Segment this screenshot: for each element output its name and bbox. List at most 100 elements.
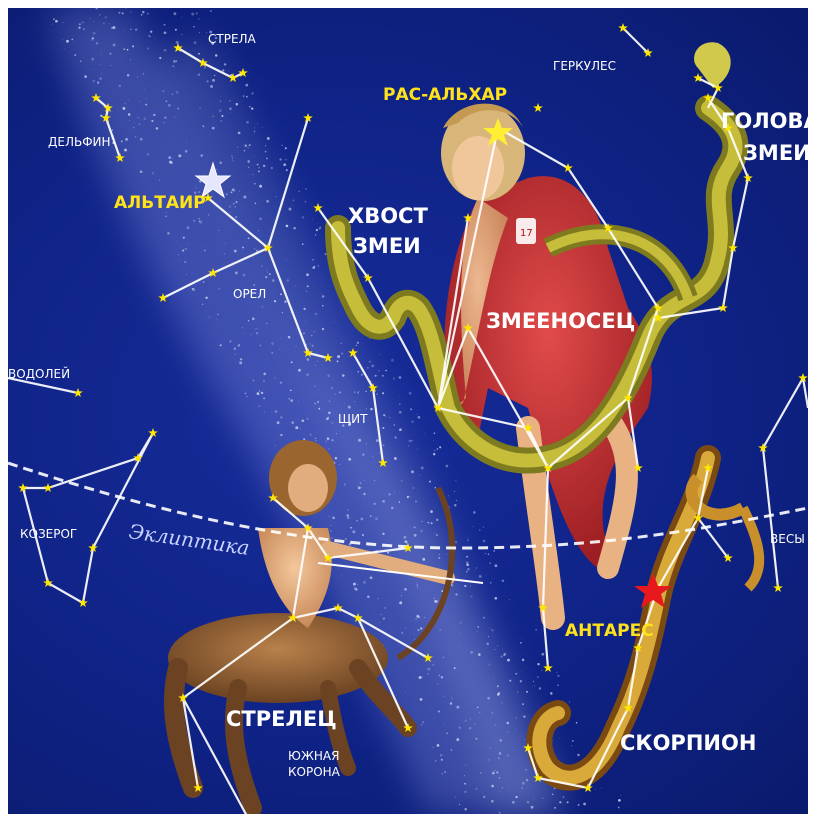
star-marker [533, 103, 543, 112]
milky-way-speck [245, 393, 247, 395]
milky-way-speck [164, 49, 167, 52]
milky-way-speck [436, 448, 438, 450]
milky-way-speck [526, 779, 529, 782]
milky-way-speck [330, 530, 332, 532]
milky-way-speck [212, 79, 215, 82]
milky-way-speck [380, 614, 381, 615]
star-map: 17 Эклиптика [8, 8, 808, 814]
milky-way-speck [276, 196, 277, 197]
milky-way-speck [177, 107, 179, 109]
milky-way-speck [207, 277, 208, 278]
milky-way-speck [414, 634, 415, 635]
milky-way-speck [271, 342, 274, 345]
milky-way-speck [494, 770, 495, 771]
milky-way-speck [411, 420, 414, 423]
milky-way-speck [248, 320, 249, 321]
milky-way-speck [168, 156, 171, 159]
milky-way-speck [185, 248, 187, 250]
milky-way-speck [477, 631, 478, 632]
milky-way-speck [486, 643, 489, 646]
milky-way-speck [466, 556, 468, 558]
milky-way-speck [245, 84, 248, 87]
milky-way-speck [468, 540, 469, 541]
milky-way-speck [516, 718, 517, 719]
milky-way-speck [415, 618, 417, 620]
milky-way-speck [173, 12, 176, 15]
milky-way-speck [192, 288, 195, 291]
milky-way-speck [135, 136, 136, 137]
milky-way-speck [341, 352, 343, 354]
label-yuzhnaya: ЮЖНАЯ [288, 749, 339, 763]
milky-way-speck [274, 377, 275, 378]
constellation-chart: 17 Эклиптика [8, 8, 808, 814]
milky-way-speck [238, 132, 241, 135]
milky-way-speck [480, 772, 482, 774]
milky-way-speck [258, 170, 260, 172]
milky-way-speck [557, 685, 559, 687]
milky-way-speck [431, 522, 433, 524]
milky-way-speck [358, 391, 359, 392]
milky-way-speck [271, 167, 273, 169]
milky-way-speck [499, 791, 500, 792]
milky-way-speck [533, 681, 534, 682]
milky-way-speck [391, 359, 394, 362]
milky-way-speck [421, 676, 422, 677]
milky-way-speck [427, 522, 429, 524]
milky-way-speck [383, 444, 385, 446]
milky-way-speck [417, 448, 418, 449]
milky-way-speck [415, 500, 417, 502]
milky-way-speck [288, 336, 291, 339]
milky-way-speck [533, 781, 534, 782]
milky-way-speck [456, 738, 459, 741]
libra-lines-2 [763, 448, 778, 588]
milky-way-speck [399, 428, 402, 431]
milky-way-speck [341, 343, 343, 345]
milky-way-speck [466, 563, 469, 566]
milky-way-speck [473, 579, 474, 580]
milky-way-speck [199, 107, 201, 109]
milky-way-speck [454, 504, 457, 507]
milky-way-speck [443, 657, 444, 658]
milky-way-speck [499, 812, 501, 814]
milky-way-speck [542, 798, 543, 799]
milky-way-speck [401, 480, 403, 482]
milky-way-speck [172, 65, 174, 67]
milky-way-speck [416, 615, 419, 618]
milky-way-speck [249, 144, 251, 146]
milky-way-speck [358, 487, 361, 490]
milky-way-speck [143, 73, 144, 74]
milky-way-speck [259, 270, 260, 271]
milky-way-speck [105, 16, 107, 18]
milky-way-speck [410, 408, 412, 410]
milky-way-speck [159, 180, 160, 181]
milky-way-speck [314, 393, 315, 394]
milky-way-speck [571, 745, 572, 746]
milky-way-speck [306, 273, 309, 276]
milky-way-speck [173, 60, 176, 63]
milky-way-speck [341, 575, 342, 576]
milky-way-speck [147, 153, 149, 155]
milky-way-speck [243, 196, 246, 199]
milky-way-speck [339, 391, 341, 393]
milky-way-speck [371, 365, 374, 368]
milky-way-speck [489, 562, 490, 563]
milky-way-speck [221, 120, 222, 121]
milky-way-speck [176, 41, 179, 44]
milky-way-speck [572, 740, 574, 742]
label-shchit: ЩИТ [338, 412, 368, 426]
milky-way-speck [523, 715, 525, 717]
milky-way-speck [475, 788, 477, 790]
milky-way-speck [147, 48, 149, 50]
milky-way-speck [82, 22, 84, 24]
milky-way-speck [357, 371, 358, 372]
milky-way-speck [295, 286, 296, 287]
milky-way-speck [350, 527, 352, 529]
milky-way-speck [178, 154, 181, 157]
milky-way-speck [266, 157, 268, 159]
milky-way-speck [62, 22, 63, 23]
milky-way-speck [521, 671, 522, 672]
milky-way-speck [382, 427, 384, 429]
milky-way-speck [225, 193, 228, 196]
milky-way-speck [414, 638, 415, 639]
milky-way-speck [459, 633, 460, 634]
